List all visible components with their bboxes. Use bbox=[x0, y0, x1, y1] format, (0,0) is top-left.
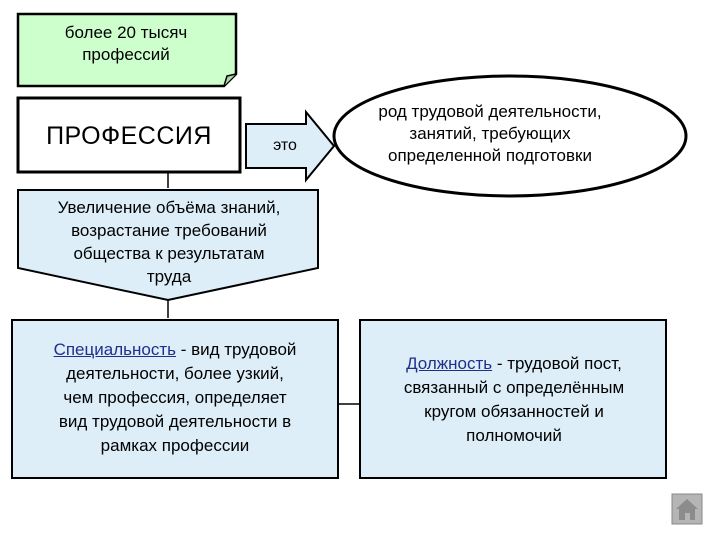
definition-line-3: определенной подготовки bbox=[388, 146, 592, 165]
position-term: Должность bbox=[406, 354, 493, 373]
specialty-line-4: вид трудовой деятельности в bbox=[58, 412, 292, 431]
definition-line-2: занятий, требующих bbox=[409, 124, 571, 143]
definition-ellipse bbox=[332, 74, 688, 198]
increase-line-2: возрастание требований bbox=[71, 221, 267, 240]
specialty-box bbox=[11, 319, 339, 479]
position-box bbox=[359, 319, 667, 479]
note-text: более 20 тысяч профессий bbox=[20, 22, 232, 66]
position-line-2: связанный с определённым bbox=[403, 378, 625, 397]
specialty-line-5: рамках профессии bbox=[100, 436, 250, 455]
specialty-text: Специальность - вид трудовой деятельност… bbox=[16, 338, 334, 458]
profession-box bbox=[16, 96, 242, 174]
position-line-1: - трудовой пост, bbox=[492, 354, 622, 373]
increase-text: Увеличение объёма знаний, возрастание тр… bbox=[20, 196, 318, 288]
note-line-2: профессий bbox=[82, 45, 170, 64]
position-line-4: полномочий bbox=[466, 426, 562, 445]
specialty-line-1: - вид трудовой bbox=[175, 340, 297, 359]
increase-line-1: Увеличение объёма знаний, bbox=[57, 198, 281, 217]
arrow-label: это bbox=[273, 137, 297, 154]
specialty-line-2: деятельности, более узкий, bbox=[66, 364, 284, 383]
note-box bbox=[16, 12, 238, 88]
definition-line-1: род трудовой деятельности, bbox=[378, 102, 602, 121]
profession-title: ПРОФЕССИЯ bbox=[46, 121, 212, 150]
specialty-term: Специальность bbox=[53, 340, 176, 359]
specialty-line-3: чем профессия, определяет bbox=[63, 388, 287, 407]
increase-line-4: труда bbox=[146, 267, 192, 286]
increase-line-3: общества к результатам bbox=[73, 244, 265, 263]
home-icon[interactable] bbox=[671, 493, 703, 525]
increase-callout bbox=[17, 189, 319, 302]
position-line-3: кругом обязанностей и bbox=[424, 402, 604, 421]
definition-text: род трудовой деятельности, занятий, треб… bbox=[344, 94, 636, 174]
note-line-1: более 20 тысяч bbox=[64, 23, 188, 42]
position-text: Должность - трудовой пост, связанный с о… bbox=[366, 352, 662, 448]
arrow-shape bbox=[245, 109, 336, 183]
